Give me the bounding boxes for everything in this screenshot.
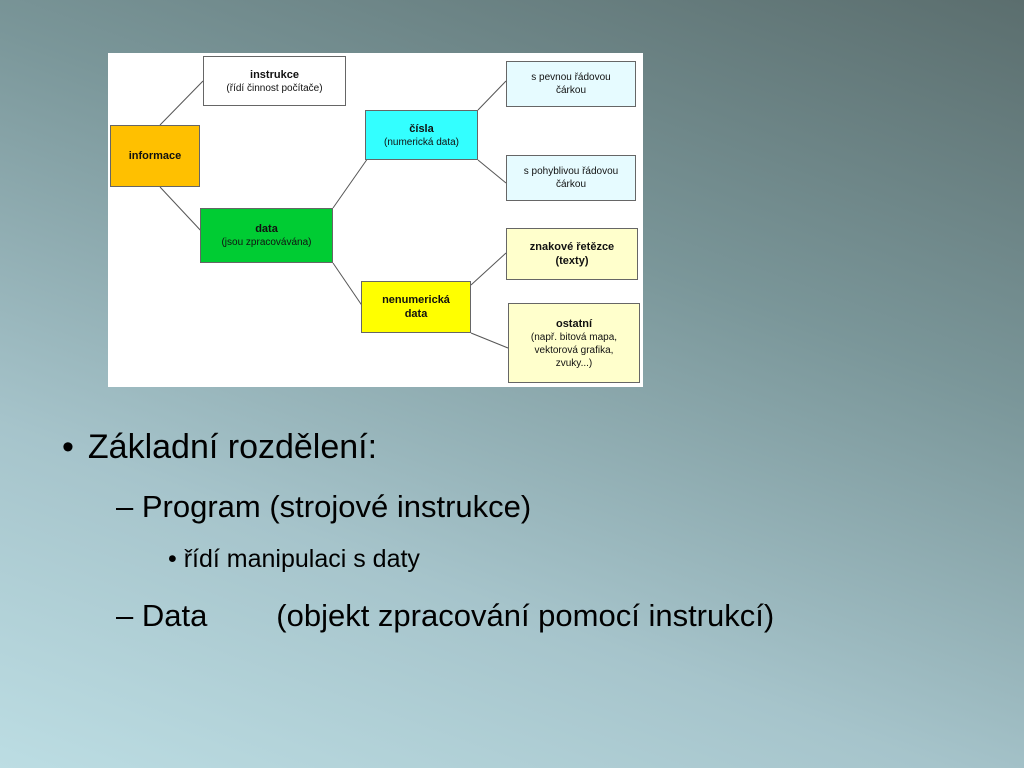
node-instrukce: instrukce (řídí činnost počítače) bbox=[203, 56, 346, 106]
node-cisla-title: čísla bbox=[409, 122, 434, 135]
node-pevna: s pevnou řádovou čárkou bbox=[506, 61, 636, 107]
node-retezce: znakové řetězce (texty) bbox=[506, 228, 638, 280]
diagram-connectors bbox=[159, 80, 509, 349]
connector-nenumericka-ostatni bbox=[470, 332, 509, 349]
node-retezce-title: znakové řetězce (texty) bbox=[529, 241, 615, 267]
node-pohybliva-sub: s pohyblivou řádovou čárkou bbox=[523, 166, 619, 190]
connector-informace-data bbox=[159, 186, 204, 234]
connector-cisla-pevna bbox=[477, 80, 507, 111]
data-classification-diagram: instrukce (řídí činnost počítače) inform… bbox=[108, 53, 643, 387]
node-instrukce-sub: (řídí činnost počítače) bbox=[226, 82, 323, 94]
node-ostatni-title: ostatní bbox=[555, 317, 593, 330]
node-cisla: čísla (numerická data) bbox=[365, 110, 478, 160]
node-nenumericka: nenumerická data bbox=[361, 281, 471, 333]
node-data-sub: (jsou zpracovávána) bbox=[221, 237, 312, 248]
node-ostatni-sub: (např. bitová mapa, vektorová grafika, z… bbox=[530, 331, 618, 369]
node-data: data (jsou zpracovávána) bbox=[200, 208, 333, 263]
node-pohybliva: s pohyblivou řádovou čárkou bbox=[506, 155, 636, 201]
node-pevna-sub: s pevnou řádovou čárkou bbox=[531, 72, 611, 96]
node-informace: informace bbox=[110, 125, 200, 187]
connector-cisla-pohybliva bbox=[477, 159, 507, 184]
node-nenumericka-title: nenumerická data bbox=[382, 294, 450, 320]
connector-informace-instrukce bbox=[159, 80, 204, 126]
node-informace-title: informace bbox=[128, 150, 182, 162]
node-ostatni: ostatní (např. bitová mapa, vektorová gr… bbox=[508, 303, 640, 383]
connector-data-nenumericka bbox=[332, 262, 364, 308]
node-cisla-sub: (numerická data) bbox=[383, 136, 460, 148]
connector-data-cisla bbox=[332, 157, 369, 209]
node-instrukce-title: instrukce bbox=[250, 68, 299, 81]
connector-nenumericka-retezce bbox=[470, 252, 507, 286]
node-data-title: data bbox=[255, 223, 278, 235]
